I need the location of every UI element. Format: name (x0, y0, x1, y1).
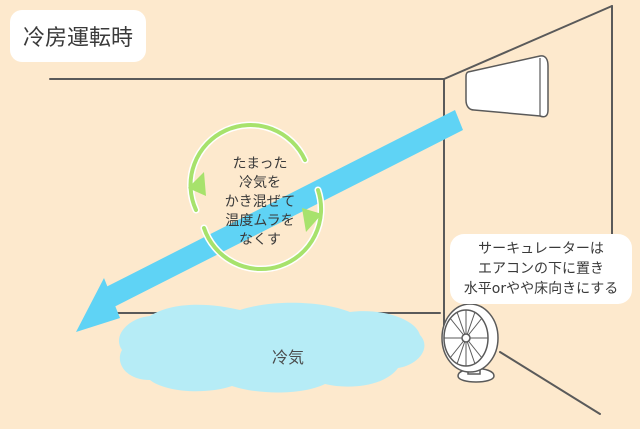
fan-note-line: エアコンの下に置き (478, 261, 604, 277)
fan-note-line: 水平orやや床向きにする (463, 281, 619, 297)
circulation-note-line: かき混ぜて (224, 193, 296, 210)
circulation-note-line: たまった (232, 155, 288, 172)
airflow-arrow-icon (76, 110, 463, 332)
circulator-fan-icon (441, 303, 499, 383)
fan-note-line: サーキュレーターは (478, 241, 604, 257)
floor-edge-line (499, 351, 601, 415)
air-conditioner-icon (465, 55, 549, 118)
page-title: 冷房運転時 (10, 10, 146, 62)
cold-air-cloud (118, 302, 425, 393)
circulation-note-line: なくす (239, 231, 281, 248)
circular-arrows-icon (187, 121, 325, 273)
circulation-note-line: 冷気を (239, 174, 281, 191)
ceiling-edge-line (443, 5, 613, 80)
fan-placement-note: サーキュレーターは エアコンの下に置き 水平orやや床向きにする (450, 234, 632, 304)
circulation-note: たまった 冷気を かき混ぜて 温度ムラを なくす (208, 147, 312, 257)
cold-air-label: 冷気 (271, 348, 304, 367)
circulation-note-line: 温度ムラを (225, 212, 295, 229)
